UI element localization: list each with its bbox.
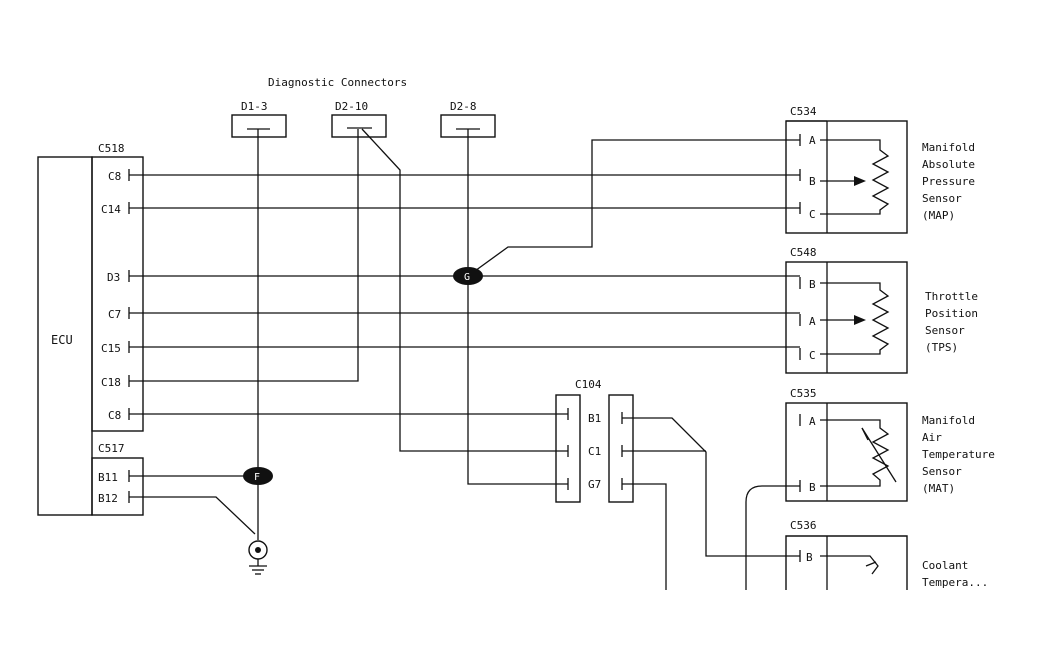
svg-text:D1-3: D1-3 (241, 100, 268, 113)
diagram-title: Diagnostic Connectors (268, 76, 407, 89)
svg-text:A: A (809, 315, 816, 328)
svg-text:F: F (254, 472, 260, 483)
svg-text:C548: C548 (790, 246, 817, 259)
crop-mask (0, 592, 1053, 656)
svg-text:Absolute: Absolute (922, 158, 975, 171)
svg-text:C518: C518 (98, 142, 125, 155)
connector-c518: C518 C8 C14 D3 C7 C15 C18 C8 (91, 142, 144, 432)
svg-text:ECU: ECU (51, 333, 73, 347)
svg-text:Manifold: Manifold (922, 414, 975, 427)
svg-text:(MAT): (MAT) (922, 482, 955, 495)
wires (129, 128, 800, 590)
connector-c104: C104 B1 C1 G7 (555, 378, 634, 503)
svg-text:C517: C517 (98, 442, 125, 455)
svg-text:C534: C534 (790, 105, 817, 118)
svg-text:D3: D3 (107, 271, 120, 284)
splice-g: G (453, 267, 483, 285)
svg-text:C535: C535 (790, 387, 817, 400)
svg-text:A: A (809, 134, 816, 147)
svg-text:Temperature: Temperature (922, 448, 995, 461)
svg-text:C15: C15 (101, 342, 121, 355)
svg-text:C536: C536 (790, 519, 817, 532)
svg-text:C104: C104 (575, 378, 602, 391)
svg-text:Sensor: Sensor (922, 192, 962, 205)
svg-text:Coolant: Coolant (922, 559, 968, 572)
svg-text:Tempera...: Tempera... (922, 576, 988, 589)
diag-connector-d2-10: D2-10 (331, 100, 387, 138)
sensor-mat: C535 A B Manifold Air Temperature Sensor… (785, 387, 995, 502)
svg-text:C8: C8 (108, 170, 121, 183)
svg-text:Sensor: Sensor (922, 465, 962, 478)
svg-text:B: B (809, 278, 816, 291)
svg-text:C8: C8 (108, 409, 121, 422)
svg-text:Position: Position (925, 307, 978, 320)
svg-text:C: C (809, 349, 816, 362)
svg-text:A: A (809, 415, 816, 428)
svg-text:B: B (809, 481, 816, 494)
svg-text:C7: C7 (108, 308, 121, 321)
svg-text:C: C (809, 208, 816, 221)
svg-text:Sensor: Sensor (925, 324, 965, 337)
svg-text:D2-8: D2-8 (450, 100, 477, 113)
svg-text:G7: G7 (588, 478, 601, 491)
sensor-tps: C548 B A C Throttle Position Sensor (TPS… (785, 246, 978, 374)
svg-text:C1: C1 (588, 445, 601, 458)
svg-text:B11: B11 (98, 471, 118, 484)
svg-text:D2-10: D2-10 (335, 100, 368, 113)
connector-c517: C517 B11 B12 (91, 442, 144, 516)
svg-text:B1: B1 (588, 412, 601, 425)
svg-text:B12: B12 (98, 492, 118, 505)
svg-text:B: B (809, 175, 816, 188)
svg-text:(MAP): (MAP) (922, 209, 955, 222)
svg-text:(TPS): (TPS) (925, 341, 958, 354)
diag-connector-d1-3: D1-3 (231, 100, 287, 138)
svg-text:G: G (464, 272, 470, 283)
sensor-map: C534 A B C Manifold Absolute Pressure Se… (785, 105, 975, 234)
sensor-coolant: C536 B Coolant Tempera... (785, 519, 988, 590)
svg-text:Pressure: Pressure (922, 175, 975, 188)
ecu-block: ECU (37, 156, 93, 516)
svg-text:Air: Air (922, 431, 942, 444)
splice-f: F (243, 467, 273, 485)
svg-text:C18: C18 (101, 376, 121, 389)
svg-text:Throttle: Throttle (925, 290, 978, 303)
svg-text:B: B (806, 551, 813, 564)
ground-icon (248, 540, 268, 575)
svg-text:C14: C14 (101, 203, 121, 216)
svg-text:Manifold: Manifold (922, 141, 975, 154)
